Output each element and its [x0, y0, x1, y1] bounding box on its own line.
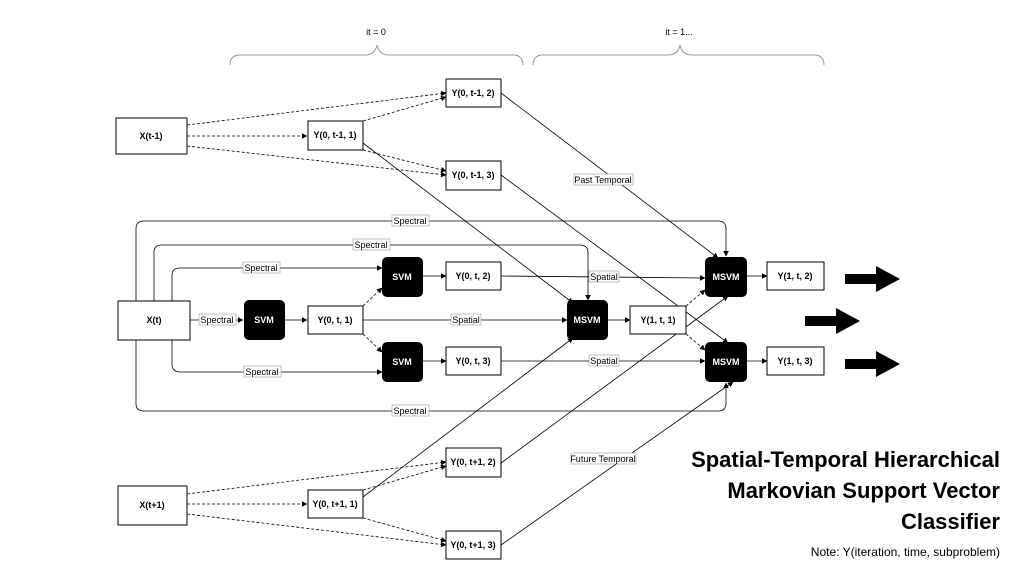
node-y0-tm1-2: Y(0, t-1, 2): [445, 78, 502, 108]
node-y0-tm1-1: Y(0, t-1, 1): [307, 120, 364, 151]
svg-text:Y(1, t, 2): Y(1, t, 2): [777, 271, 812, 281]
svg-text:Y(0, t-1, 2): Y(0, t-1, 2): [451, 88, 494, 98]
node-msvm-center: MSVM: [567, 300, 608, 340]
node-y0-t-3: Y(0, t, 3): [445, 346, 502, 376]
svg-text:Y(1, t, 3): Y(1, t, 3): [777, 356, 812, 366]
edge-label-spectral-top2: Spectral: [354, 240, 387, 250]
edge-label-past-temporal: Past Temporal: [574, 175, 631, 185]
node-x-t-plus-1: X(t+1): [117, 485, 188, 526]
edge-label-spatial-center: Spatial: [452, 315, 480, 325]
bracket-it0: [229, 44, 524, 66]
svg-text:Y(0, t+1, 1): Y(0, t+1, 1): [312, 499, 357, 509]
bracket-it1: [532, 44, 825, 66]
svg-text:SVM: SVM: [392, 357, 412, 367]
node-y0-tm1-3: Y(0, t-1, 3): [445, 160, 502, 191]
arrow-right-icon: [845, 351, 900, 377]
node-svm-top: SVM: [382, 257, 423, 297]
node-msvm-bottom: MSVM: [705, 342, 747, 382]
diagram-title: Spatial-Temporal Hierarchical Markovian …: [691, 447, 1000, 534]
node-y1-t-2: Y(1, t, 2): [766, 261, 825, 291]
svg-text:Y(0, t, 1): Y(0, t, 1): [317, 315, 352, 325]
svg-text:X(t): X(t): [147, 315, 162, 325]
node-y1-t-3: Y(1, t, 3): [766, 346, 825, 376]
svg-text:MSVM: MSVM: [713, 357, 740, 367]
edge-label-spatial-top: Spatial: [590, 272, 618, 282]
bracket-it0-label: it = 0: [366, 27, 386, 37]
svg-text:Y(0, t-1, 1): Y(0, t-1, 1): [313, 130, 356, 140]
node-y0-t-1: Y(0, t, 1): [307, 305, 364, 335]
svg-text:Y(1, t, 1): Y(1, t, 1): [640, 315, 675, 325]
arrow-right-icon: [845, 266, 900, 292]
edges-t-minus-1: [186, 90, 447, 178]
svg-text:Y(0, t, 3): Y(0, t, 3): [455, 356, 490, 366]
node-x-t: X(t): [117, 300, 191, 341]
svg-text:Y(0, t+1, 2): Y(0, t+1, 2): [450, 457, 495, 467]
svg-text:SVM: SVM: [392, 272, 412, 282]
node-y1-t-1: Y(1, t, 1): [629, 305, 687, 335]
node-x-t-minus-1: X(t-1): [115, 117, 188, 155]
node-y0-tp1-2: Y(0, t+1, 2): [445, 447, 502, 478]
edge-label-spatial-bottom: Spatial: [590, 356, 618, 366]
node-y0-tp1-1: Y(0, t+1, 1): [307, 489, 364, 519]
edges-spectral: [135, 220, 729, 412]
svg-text:X(t-1): X(t-1): [140, 131, 163, 141]
continuation-arrows: [805, 266, 900, 377]
edge-label-spectral-bottom2: Spectral: [393, 406, 426, 416]
edge-label-future-temporal: Future Temporal: [570, 454, 635, 464]
svg-text:MSVM: MSVM: [713, 272, 740, 282]
svg-text:Y(0, t, 2): Y(0, t, 2): [455, 271, 490, 281]
edge-label-spectral-top1: Spectral: [393, 216, 426, 226]
svg-text:SVM: SVM: [254, 315, 274, 325]
arrow-right-icon: [805, 308, 860, 334]
svg-text:X(t+1): X(t+1): [139, 500, 164, 510]
node-y0-tp1-3: Y(0, t+1, 3): [445, 530, 502, 560]
node-svm-bottom: SVM: [382, 342, 423, 382]
node-svm-center: SVM: [244, 300, 285, 340]
edge-label-spectral-bottom1: Spectral: [245, 367, 278, 377]
node-y0-t-2: Y(0, t, 2): [445, 261, 502, 291]
diagram-note: Note: Y(iteration, time, subproblem): [810, 545, 1000, 559]
svg-text:Y(0, t-1, 3): Y(0, t-1, 3): [451, 170, 494, 180]
svg-text:MSVM: MSVM: [574, 315, 601, 325]
svg-text:Y(0, t+1, 3): Y(0, t+1, 3): [450, 540, 495, 550]
bracket-it1-label: it = 1...: [665, 27, 692, 37]
edge-label-spectral-svm: Spectral: [200, 315, 233, 325]
node-msvm-top: MSVM: [705, 257, 747, 297]
edge-label-spectral-top3: Spectral: [244, 263, 277, 273]
